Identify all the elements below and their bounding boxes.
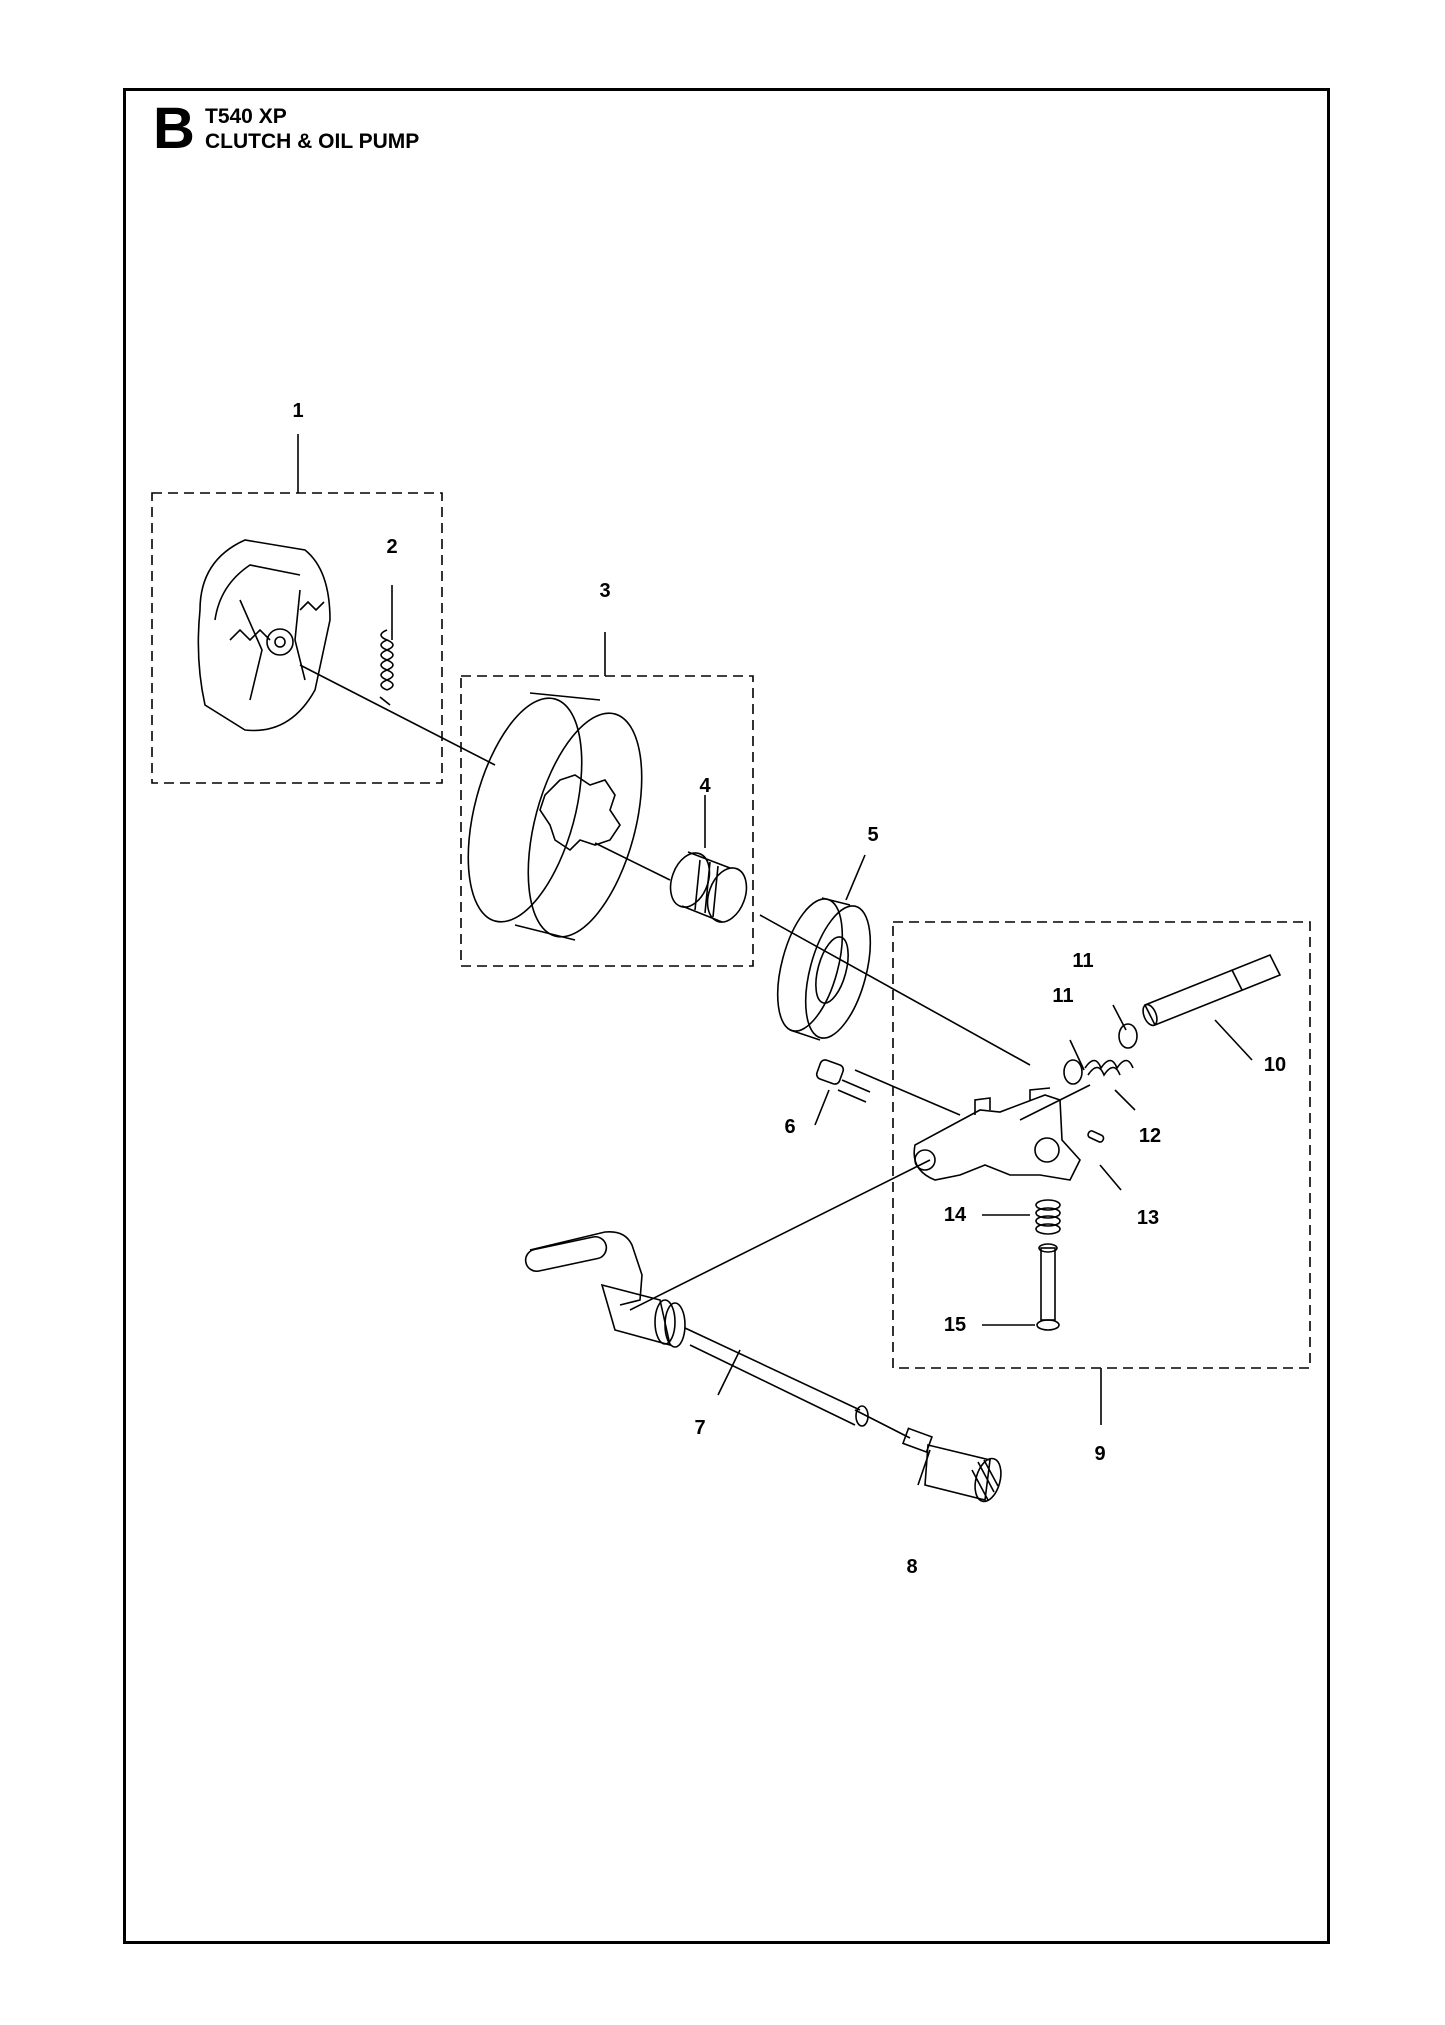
oil-filter-part (901, 1427, 1002, 1503)
pin-part (1087, 1130, 1105, 1143)
callout-12: 12 (1138, 1125, 1162, 1147)
pump-spring-part (1084, 1059, 1134, 1077)
callout-7: 7 (694, 1417, 706, 1439)
screw-part (815, 1059, 871, 1103)
callout-11b: 11 (1072, 950, 1094, 972)
section-letter: B (153, 96, 195, 161)
plunger-part (1036, 1243, 1060, 1331)
needle-bearing-part (669, 851, 748, 923)
callout-14: 14 (943, 1204, 967, 1226)
callout-3: 3 (599, 580, 611, 602)
callout-8: 8 (906, 1556, 918, 1578)
callout-13: 13 (1136, 1207, 1160, 1229)
page-frame (123, 88, 1330, 1944)
pipe-part (1142, 953, 1282, 1027)
callout-6: 6 (784, 1116, 796, 1138)
group-box-oil-pump (892, 921, 1311, 1369)
callout-15: 15 (943, 1314, 967, 1336)
o-ring-part-b (1118, 1023, 1138, 1049)
diagram-title: CLUTCH & OIL PUMP (205, 130, 420, 153)
clutch-part (197, 539, 331, 732)
rim-sprocket-part (776, 897, 872, 1041)
callout-5: 5 (867, 824, 879, 846)
worm-gear-part (524, 1230, 869, 1427)
callout-10: 10 (1263, 1054, 1287, 1076)
o-ring-part-a (1063, 1059, 1083, 1085)
model-name: T540 XP (205, 105, 287, 128)
diagram-title-block: T540 XP CLUTCH & OIL PUMP (205, 104, 419, 154)
callout-4: 4 (699, 775, 711, 797)
plunger-spring-part (1035, 1199, 1061, 1235)
callout-11a: 11 (1052, 985, 1074, 1007)
group-box-clutch-drum (460, 675, 754, 967)
oil-pump-part (913, 1087, 1081, 1181)
callout-2: 2 (386, 536, 398, 558)
callout-1: 1 (292, 400, 304, 422)
spring-part (379, 629, 394, 706)
clutch-drum-part (467, 692, 643, 941)
group-box-clutch (151, 492, 443, 784)
callout-9: 9 (1094, 1443, 1106, 1465)
